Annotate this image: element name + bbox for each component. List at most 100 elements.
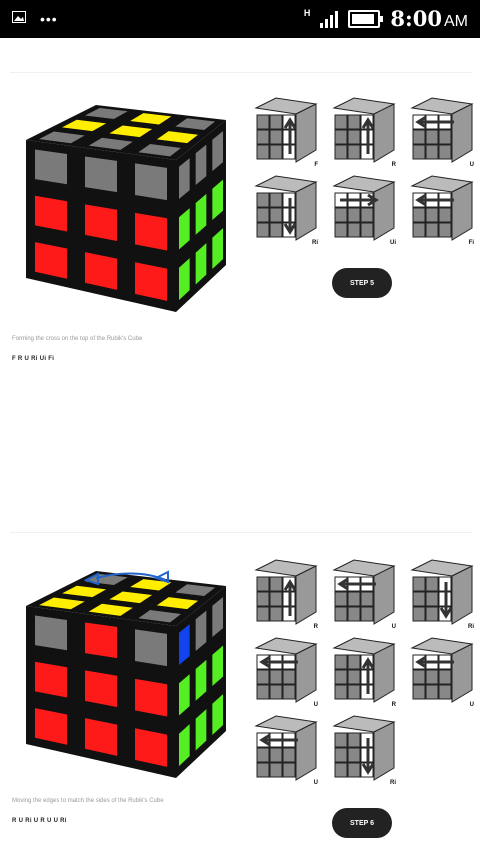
right-sticker (212, 179, 223, 221)
image-icon (12, 10, 26, 28)
move-card: R (332, 636, 396, 708)
top-sticker (130, 113, 172, 125)
cube-illustration-step6 (26, 570, 226, 778)
arrow-left-icon (415, 655, 454, 669)
mini-cube-icon (254, 175, 318, 241)
step6-button[interactable]: STEP 6 (332, 808, 392, 838)
top-sticker (39, 597, 85, 610)
time-text: 8:00 (390, 6, 442, 31)
step5-button[interactable]: STEP 5 (332, 268, 392, 298)
front-sticker (85, 204, 117, 242)
front-sticker (35, 195, 67, 232)
front-sticker (135, 678, 167, 717)
front-sticker (135, 163, 167, 201)
mini-cube-icon (254, 97, 318, 163)
more-icon: ••• (40, 11, 58, 27)
top-sticker (175, 584, 216, 596)
move-label: U (313, 780, 318, 786)
move-label: U (391, 624, 396, 630)
battery-icon (348, 9, 384, 28)
move-label: Ri (390, 780, 396, 786)
front-sticker (135, 629, 167, 667)
mini-cube-icon (254, 637, 318, 703)
move-card: U (410, 96, 474, 168)
top-sticker (109, 125, 153, 138)
arrow-up-icon (361, 657, 375, 694)
arrow-left-icon (259, 733, 298, 747)
ampm-text: AM (444, 13, 468, 30)
move-label: Fi (468, 240, 474, 246)
front-sticker (35, 242, 67, 279)
mini-cube-icon (332, 715, 396, 781)
top-sticker (84, 108, 128, 120)
front-sticker (85, 670, 117, 708)
right-sticker (179, 258, 190, 301)
signal-icon (320, 10, 339, 28)
step6-sequence: R U Ri U R U U Ri (12, 818, 67, 824)
right-sticker (195, 659, 207, 701)
move-label: R (313, 624, 318, 630)
mini-cube-icon (332, 97, 396, 163)
move-label: Ri (312, 240, 318, 246)
move-card: Fi (410, 174, 474, 246)
arrow-down-icon (361, 738, 375, 775)
move-card: Ri (410, 558, 474, 630)
right-sticker (212, 645, 223, 687)
mini-cube-icon (254, 715, 318, 781)
right-sticker (195, 193, 207, 235)
top-sticker (62, 119, 107, 132)
move-card: R (332, 96, 396, 168)
front-sticker (135, 728, 167, 767)
arrow-up-icon (283, 579, 297, 616)
arrow-down-icon (283, 198, 297, 235)
mini-cube-icon (410, 97, 474, 163)
move-card: U (254, 714, 318, 786)
arrow-left-icon (337, 577, 376, 591)
top-sticker (62, 585, 107, 598)
move-card: Ri (332, 714, 396, 786)
front-sticker (85, 156, 117, 193)
arrow-up-icon (361, 117, 375, 154)
mini-cube-icon (332, 175, 396, 241)
right-sticker (179, 208, 190, 250)
arrow-right-icon (340, 193, 379, 207)
top-sticker (88, 137, 133, 150)
move-card: U (332, 558, 396, 630)
arrow-down-icon (439, 582, 453, 619)
move-label: R (391, 162, 396, 168)
mini-cube-icon (332, 559, 396, 625)
top-sticker (138, 143, 181, 157)
right-sticker (212, 597, 223, 638)
right-sticker (179, 724, 190, 767)
right-sticker (212, 131, 223, 172)
top-sticker (88, 603, 133, 616)
right-sticker (195, 709, 207, 751)
move-card: Ri (254, 174, 318, 246)
step5-sequence: F R U Ri Ui Fi (12, 356, 55, 362)
top-sticker (39, 131, 85, 144)
top-sticker (175, 118, 216, 130)
right-sticker (195, 144, 207, 186)
right-sticker (179, 624, 190, 666)
move-card: F (254, 96, 318, 168)
top-sticker (130, 579, 172, 591)
move-card: R (254, 558, 318, 630)
mini-cube-icon (410, 175, 474, 241)
mini-cube-icon (254, 559, 318, 625)
front-sticker (85, 252, 117, 290)
front-sticker (85, 622, 117, 659)
right-sticker (195, 610, 207, 652)
right-sticker (179, 158, 190, 200)
move-label: U (313, 702, 318, 708)
right-sticker (212, 694, 223, 736)
top-sticker (109, 591, 153, 604)
divider (10, 532, 472, 533)
move-label: R (391, 702, 396, 708)
step5-caption: Forming the cross on the top of the Rubi… (12, 336, 143, 342)
front-sticker (135, 262, 167, 301)
arrow-left-icon (259, 655, 298, 669)
move-label: U (469, 702, 474, 708)
